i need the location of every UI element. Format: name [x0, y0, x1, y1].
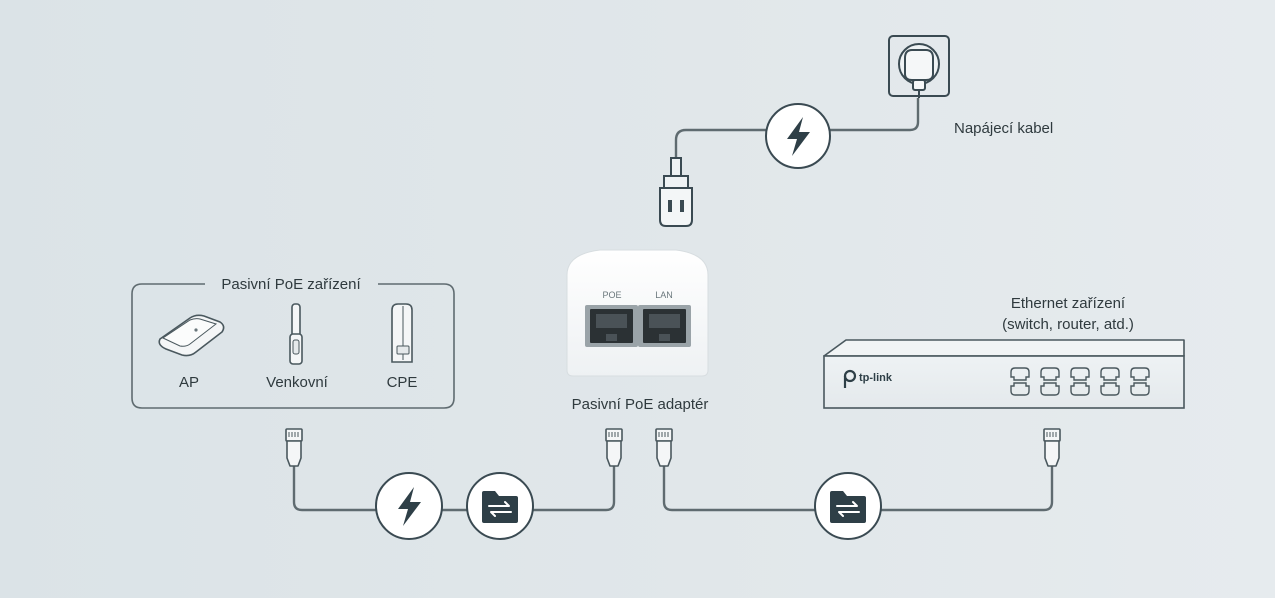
brand-name: tp-link	[859, 372, 893, 384]
tp-link-logo-icon: tp-link	[843, 369, 893, 388]
adapter-label: Pasivní PoE adaptér	[572, 396, 709, 413]
data-transfer-folder-icon	[814, 472, 882, 540]
rj45-connector-icon	[1043, 428, 1061, 467]
switch-port-col-4	[1100, 367, 1120, 396]
device-label-outdoor: Venkovní	[266, 374, 329, 391]
rj45-connector-icon	[285, 428, 303, 467]
outdoor-antenna-icon	[289, 303, 303, 365]
ethernet-device-label-line1: Ethernet zařízení	[1011, 295, 1126, 312]
group-title: Pasivní PoE zařízení	[221, 276, 361, 293]
switch-port-col-3	[1070, 367, 1090, 396]
power-plug-icon	[659, 157, 693, 227]
power-lightning-icon	[765, 103, 831, 169]
wall-socket-icon	[888, 35, 950, 98]
poe-cable	[292, 466, 616, 512]
adapter-port-label-lan: LAN	[655, 290, 673, 300]
rj45-connector-icon	[605, 428, 623, 467]
switch-port-col-5	[1130, 367, 1150, 396]
device-label-cpe: CPE	[387, 374, 418, 391]
passive-poe-adapter: POE LAN	[566, 249, 709, 377]
switch-port-col-1	[1010, 367, 1030, 396]
switch-port-col-2	[1040, 367, 1060, 396]
power-lightning-icon	[375, 472, 443, 540]
ethernet-device-label-line2: (switch, router, atd.)	[1002, 316, 1134, 333]
rj45-connectors	[285, 428, 1061, 467]
adapter-port-label-poe: POE	[602, 290, 621, 300]
ethernet-switch-icon: tp-link	[823, 339, 1185, 409]
rj45-connector-icon	[655, 428, 673, 467]
adapter-poe-port	[585, 305, 638, 347]
power-cable-label: Napájecí kabel	[954, 120, 1053, 137]
data-transfer-folder-icon	[466, 472, 534, 540]
cpe-icon	[391, 303, 413, 363]
ceiling-access-point-icon	[158, 314, 225, 357]
passive-poe-devices-group: Pasivní PoE zařízení AP Venkovní CPE	[131, 276, 455, 409]
adapter-lan-port	[638, 305, 691, 347]
device-label-ap: AP	[179, 374, 199, 391]
switch-ports	[1010, 367, 1150, 396]
